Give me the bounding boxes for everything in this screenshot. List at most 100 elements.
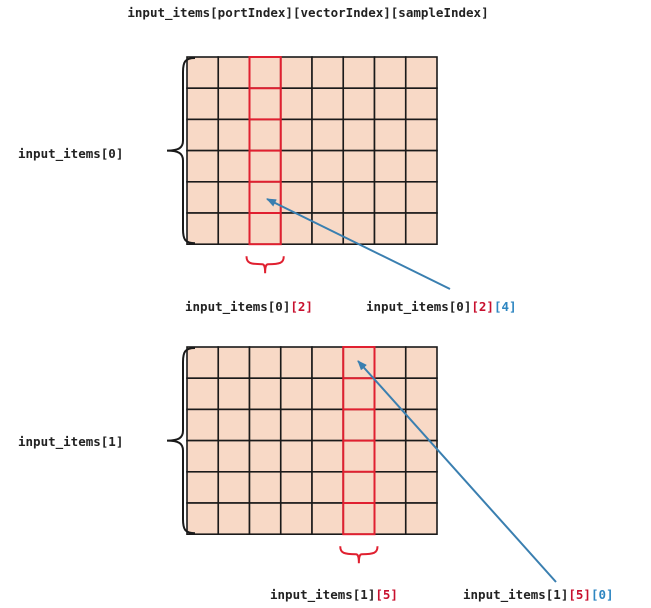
grid-cell — [248, 346, 282, 380]
grid-cell — [279, 149, 313, 183]
grid-cell — [311, 56, 345, 90]
grid-cell — [186, 118, 220, 152]
grid-cell — [311, 346, 345, 380]
port-0-cells — [186, 56, 438, 246]
grid-cell — [404, 212, 438, 246]
sample-label-vector-index: [2] — [471, 299, 494, 314]
grid-cell — [217, 56, 251, 90]
grid-cell — [404, 87, 438, 121]
grid-cell — [404, 346, 438, 380]
grid-cell — [217, 149, 251, 183]
port-1-sample-arrow — [357, 360, 557, 583]
grid-cell — [186, 377, 220, 411]
grid-cell — [342, 118, 376, 152]
port-1-left-brace — [166, 347, 196, 535]
grid-cell — [279, 212, 313, 246]
grid-cell — [217, 118, 251, 152]
grid-cell — [279, 118, 313, 152]
grid-cell — [279, 439, 313, 473]
grid-cell — [404, 439, 438, 473]
grid-cell — [373, 408, 407, 442]
diagram-title: input_items[portIndex][vectorIndex][samp… — [127, 5, 488, 21]
grid-cell — [248, 470, 282, 504]
grid-cell — [311, 87, 345, 121]
grid-cell — [373, 87, 407, 121]
grid-cell — [217, 346, 251, 380]
grid-cell — [279, 346, 313, 380]
grid-cell — [311, 502, 345, 536]
grid-cell — [248, 118, 282, 152]
port-1-grid: input_items[1] input_items[1][5] input_i… — [18, 346, 614, 603]
grid-cell — [217, 470, 251, 504]
grid-cell — [342, 439, 376, 473]
grid-cell — [404, 377, 438, 411]
grid-cell — [373, 149, 407, 183]
grid-cell — [342, 502, 376, 536]
port-1-under-brace — [339, 546, 379, 564]
grid-cell — [186, 346, 220, 380]
port-1-cells — [186, 346, 438, 536]
grid-cell — [186, 439, 220, 473]
port-0-vector-label: input_items[0][2] — [185, 299, 313, 315]
vector-label-index: [5] — [375, 587, 398, 602]
grid-cell — [342, 149, 376, 183]
vector-label-base: input_items[1] — [270, 587, 375, 603]
grid-cell — [217, 212, 251, 246]
grid-cell — [248, 502, 282, 536]
grid-cell — [404, 149, 438, 183]
grid-cell — [373, 502, 407, 536]
grid-cell — [279, 377, 313, 411]
grid-cell — [373, 470, 407, 504]
grid-cell — [248, 56, 282, 90]
grid-cell — [279, 87, 313, 121]
grid-cell — [217, 408, 251, 442]
grid-cell — [186, 56, 220, 90]
grid-cell — [404, 181, 438, 214]
grid-cell — [342, 181, 376, 214]
grid-cell — [279, 470, 313, 504]
grid-cell — [404, 408, 438, 442]
grid-cell — [186, 181, 220, 214]
grid-cell — [248, 149, 282, 183]
grid-cell — [186, 502, 220, 536]
grid-cell — [248, 439, 282, 473]
sample-label-base: input_items[0] — [366, 299, 471, 315]
grid-cell — [373, 346, 407, 380]
sample-label-sample-index: [0] — [591, 587, 614, 602]
grid-cell — [279, 502, 313, 536]
vector-label-index: [2] — [290, 299, 313, 314]
grid-cell — [186, 149, 220, 183]
grid-cell — [248, 87, 282, 121]
grid-cell — [311, 408, 345, 442]
grid-cell — [373, 439, 407, 473]
grid-cell — [311, 470, 345, 504]
grid-cell — [217, 181, 251, 214]
port-1-sample-label: input_items[1][5][0] — [463, 587, 614, 603]
grid-cell — [248, 212, 282, 246]
grid-cell — [186, 470, 220, 504]
grid-cell — [342, 408, 376, 442]
grid-cell — [373, 56, 407, 90]
port-0-left-brace — [166, 57, 196, 245]
grid-cell — [311, 181, 345, 214]
grid-cell — [373, 212, 407, 246]
grid-cell — [311, 118, 345, 152]
grid-cell — [248, 377, 282, 411]
port-0-label: input_items[0] — [18, 146, 123, 162]
port-0-under-brace — [245, 256, 285, 274]
grid-cell — [279, 56, 313, 90]
grid-cell — [217, 87, 251, 121]
grid-cell — [248, 408, 282, 442]
port-0-sample-arrow — [266, 198, 451, 290]
vector-label-base: input_items[0] — [185, 299, 290, 315]
grid-cell — [311, 439, 345, 473]
sample-label-vector-index: [5] — [568, 587, 591, 602]
grid-cell — [373, 118, 407, 152]
grid-cell — [404, 118, 438, 152]
grid-cell — [186, 87, 220, 121]
grid-cell — [217, 439, 251, 473]
grid-cell — [186, 212, 220, 246]
grid-cell — [311, 377, 345, 411]
grid-cell — [217, 377, 251, 411]
